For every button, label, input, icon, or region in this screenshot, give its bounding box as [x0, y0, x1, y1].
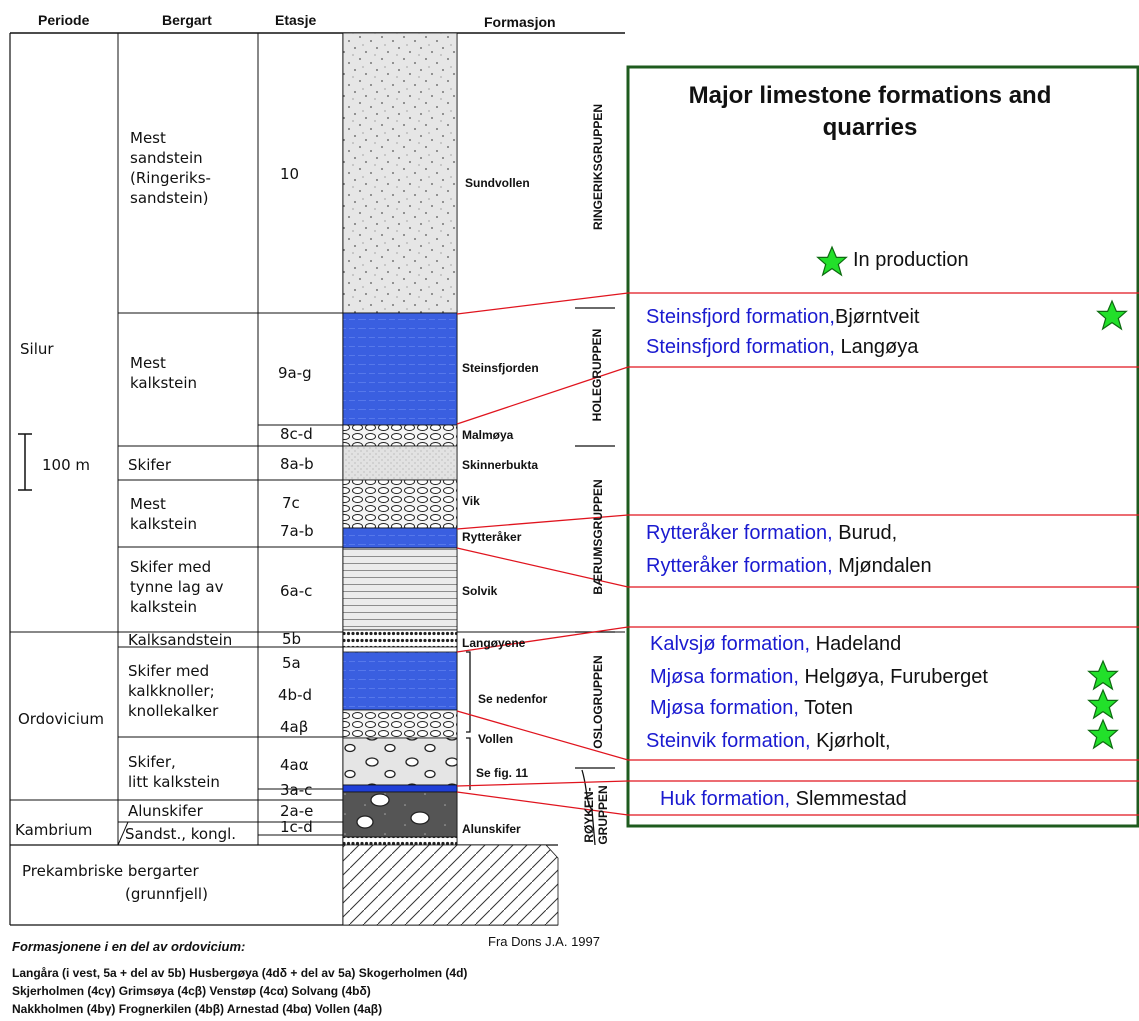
- formation-se-fig: Se fig. 11: [476, 766, 528, 780]
- etasje-4b-d: 4b-d: [278, 686, 312, 704]
- layer-langoyene: [343, 630, 457, 647]
- lithology-alunskifer: Alunskifer: [128, 801, 203, 821]
- formation-steinsfjorden: Steinsfjorden: [462, 361, 539, 375]
- layer-solvik: [343, 548, 457, 630]
- source-credit: Fra Dons J.A. 1997: [488, 934, 600, 949]
- footnote-title: Formasjonene i en del av ordovicium:: [12, 939, 245, 954]
- layer-4aa: [343, 738, 457, 785]
- scale-bar: [18, 434, 32, 490]
- lithology-sandst-kongl: Sandst., kongl.: [125, 824, 236, 844]
- quarry-item: Mjøsa formation, Toten: [650, 697, 853, 720]
- period-prekambrisk-2: (grunnfjell): [125, 885, 208, 903]
- formation-se-nedenfor: Se nedenfor: [478, 692, 547, 706]
- layer-alunskifer: [343, 792, 457, 837]
- header-periode: Periode: [38, 12, 89, 28]
- footnote-line-1: Langåra (i vest, 5a + del av 5b) Husberg…: [12, 966, 467, 980]
- etasje-1c-d: 1c-d: [280, 818, 313, 836]
- header-etasje: Etasje: [275, 12, 316, 28]
- footnote-line-2: Skjerholmen (4cγ) Grimsøya (4cβ) Venstøp…: [12, 984, 371, 998]
- layer-skinnerbukta: [343, 446, 457, 480]
- legend-title: Major limestone formations and quarries: [660, 80, 1080, 144]
- etasje-6a-c: 6a-c: [280, 582, 312, 600]
- layer-vik: [343, 480, 457, 528]
- period-ordovicium: Ordovicium: [18, 710, 104, 728]
- formation-solvik: Solvik: [462, 584, 497, 598]
- etasje-8c-d: 8c-d: [280, 425, 313, 443]
- layer-rytteraker: [343, 528, 457, 548]
- lithology-skifer: Skifer: [128, 455, 171, 475]
- layer-sandstein: [343, 837, 457, 845]
- strat-column: [343, 33, 558, 925]
- quarry-item: Steinsfjord formation,Bjørntveit: [646, 306, 919, 329]
- etasje-5b: 5b: [282, 630, 301, 648]
- layer-se-nedenfor: [343, 652, 457, 710]
- header-formasjon: Formasjon: [484, 14, 556, 30]
- header-bergart: Bergart: [162, 12, 212, 28]
- formation-sundvollen: Sundvollen: [465, 176, 530, 190]
- layer-4ab: [343, 710, 457, 738]
- period-prekambrisk: Prekambriske bergarter: [22, 862, 199, 880]
- quarry-item: Steinvik formation, Kjørholt,: [646, 730, 891, 753]
- legend-in-production: In production: [853, 249, 969, 272]
- etasje-4aa: 4aα: [280, 756, 309, 774]
- layer-malmoya: [343, 425, 457, 446]
- layer-grunnfjell: [343, 845, 558, 925]
- etasje-3a-c: 3a-c: [280, 781, 312, 799]
- formation-langoyene: Langøyene: [462, 636, 525, 650]
- quarry-item: Mjøsa formation, Helgøya, Furuberget: [650, 666, 988, 689]
- group-holegruppen: HOLEGRUPPEN: [590, 325, 604, 425]
- chart-frame: [10, 33, 625, 925]
- group-oslogruppen: OSLOGRUPPEN: [591, 652, 605, 752]
- group-royken-1: RØYKEN-: [582, 780, 596, 850]
- layer-steinsfjorden: [343, 313, 457, 425]
- quarry-item: Steinsfjord formation, Langøya: [646, 336, 918, 359]
- lithology-kalksandstein: Kalksandstein: [128, 630, 232, 650]
- etasje-8a-b: 8a-b: [280, 455, 314, 473]
- formation-rytteraker: Rytteråker: [462, 530, 521, 544]
- group-baerumsgruppen: BÆRUMSGRUPPEN: [591, 477, 605, 597]
- quarry-item: Rytteråker formation, Mjøndalen: [646, 555, 932, 578]
- quarry-item: Huk formation, Slemmestad: [660, 788, 907, 811]
- layer-sundvollen: [343, 33, 457, 313]
- etasje-10: 10: [280, 165, 299, 183]
- etasje-5a: 5a: [282, 654, 301, 672]
- group-royken-2: GRUPPEN: [596, 780, 610, 850]
- etasje-9a-g: 9a-g: [278, 364, 312, 382]
- etasje-4ab: 4aβ: [280, 718, 308, 736]
- group-ringeriksgruppen: RINGERIKSGRUPPEN: [591, 92, 605, 242]
- etasje-7c: 7c: [282, 494, 300, 512]
- formation-alunskifer: Alunskifer: [462, 822, 521, 836]
- footnote-line-3: Nakkholmen (4bγ) Frognerkilen (4bβ) Arne…: [12, 1002, 382, 1016]
- period-silur: Silur: [20, 340, 54, 358]
- formation-vollen: Vollen: [478, 732, 513, 746]
- period-kambrium: Kambrium: [15, 821, 92, 839]
- formation-skinnerbukta: Skinnerbukta: [462, 458, 538, 472]
- layer-huk: [343, 785, 457, 792]
- formation-vik: Vik: [462, 494, 480, 508]
- formation-malmoya: Malmøya: [462, 428, 513, 442]
- lithology-litt-kalkstein: Skifer,litt kalkstein: [128, 752, 220, 792]
- quarry-item: Rytteråker formation, Burud,: [646, 522, 897, 545]
- scale-bar-label: 100 m: [42, 456, 90, 474]
- etasje-7a-b: 7a-b: [280, 522, 314, 540]
- quarry-item: Kalvsjø formation, Hadeland: [650, 633, 901, 656]
